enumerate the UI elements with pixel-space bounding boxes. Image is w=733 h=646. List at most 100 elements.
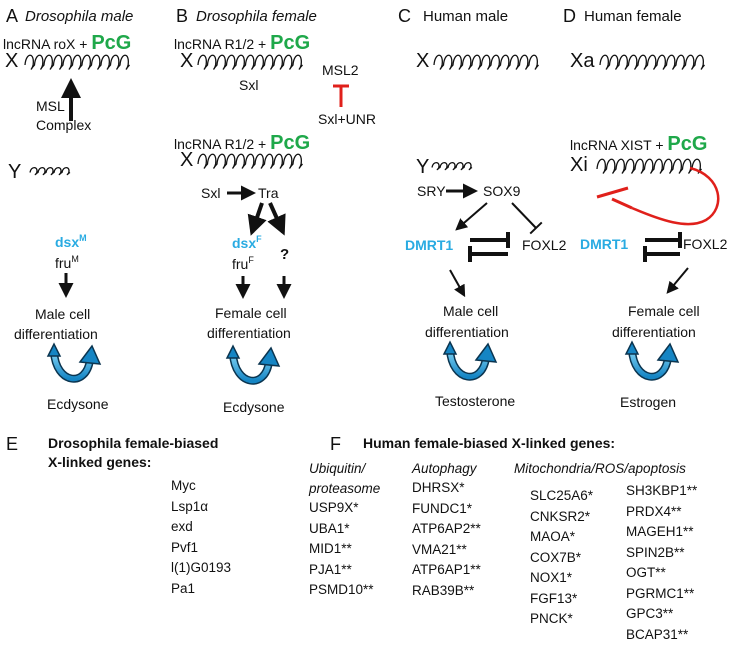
panel-a-msl: MSL [36, 98, 65, 114]
panel-b-lncrna-text: lncRNA R1/2 + [174, 36, 271, 52]
chromosome-x-c [433, 54, 539, 70]
panel-c-hormone: Testosterone [435, 393, 516, 409]
panel-f-mito-gene-list-1: SLC25A6*CNKSR2*MAOA*COX7B*NOX1*FGF13*PNC… [530, 486, 593, 630]
gene-item: VMA21** [412, 541, 467, 557]
gene-item: ATP6AP1** [412, 562, 481, 577]
gene-item: CNKSR2* [530, 508, 591, 524]
gene-item: COX7B* [530, 549, 582, 565]
panel-a-chrom-y-label: Y [8, 161, 22, 183]
panel-d-lncrna: lncRNA XIST + PcG [570, 134, 707, 154]
panel-b-chrom-x-label: X [180, 50, 194, 72]
panel-a-complex: Complex [36, 117, 92, 133]
panel-b-tra-unknown-arrow [267, 202, 286, 236]
panel-d-xist-inhibit-bar [596, 186, 629, 199]
panel-f-mito-gene-list-2: SH3KBP1**PRDX4**MAGEH1**SPIN2B**OGT**PGR… [626, 481, 697, 645]
panel-c-cycle-head [474, 342, 498, 363]
chromosome-x2-b [197, 153, 303, 169]
gene-item: MAOA* [530, 529, 576, 544]
gene-item: OGT** [626, 565, 666, 580]
panel-c-sry: SRY [417, 183, 446, 199]
panel-b-dsx-text: dsx [232, 235, 257, 251]
panel-a-cycle-tail [46, 342, 62, 357]
panel-b-unknown: ? [280, 246, 290, 263]
panel-a-cycle [46, 342, 102, 383]
panel-d-diff-line1: Female cell [628, 303, 700, 319]
panel-e-letter: E [6, 434, 19, 454]
panel-e-title-line1: Drosophila female-biased [48, 435, 219, 451]
panel-b-chrom-x2-label: X [180, 149, 194, 171]
panel-a-hormone: Ecdysone [47, 396, 109, 412]
panel-b-fru-text: fru [232, 256, 249, 272]
panel-b-title: Drosophila female [196, 8, 317, 25]
gene-item: MID1** [309, 541, 352, 556]
gene-item: Pvf1 [171, 539, 199, 555]
chromosome-xa-d [599, 54, 705, 70]
panel-b-lncrna-2: lncRNA R1/2 + PcG [174, 133, 310, 153]
gene-item: GPC3** [626, 606, 674, 621]
panel-c-diff-arrow [449, 269, 466, 298]
panel-d-foxl2: FOXL2 [683, 236, 728, 252]
gene-item: SPIN2B** [626, 544, 685, 560]
gene-item: SH3KBP1** [626, 483, 698, 498]
arrow-group [58, 78, 720, 299]
panel-d-title: Human female [584, 8, 682, 25]
panel-d-diff-arrow [666, 267, 689, 294]
panel-d-chrom-xi-label: Xi [570, 154, 588, 176]
chromosome-y-c [431, 161, 473, 171]
panel-b-pcg2: PcG [270, 132, 311, 154]
panel-b-msl2: MSL2 [322, 62, 359, 78]
panel-b-tra-dsx-arrow [247, 202, 267, 236]
gene-item: USP9X* [309, 500, 359, 515]
gene-item: DHRSX* [412, 480, 465, 495]
panel-d-hormone: Estrogen [620, 394, 677, 410]
panel-d-pcg: PcG [667, 133, 708, 155]
panel-f-title: Human female-biased X-linked genes: [363, 435, 616, 451]
panel-b-dsx: dsxF [232, 234, 262, 251]
gene-item: RAB39B** [412, 582, 475, 598]
panel-f-autophagy-heading: Autophagy [412, 461, 477, 476]
panel-b-sxl-unr: Sxl+UNR [318, 111, 376, 127]
panel-c-foxl2: FOXL2 [522, 237, 567, 253]
panel-b-cycle [225, 344, 281, 385]
panel-c-sox9-dmrt1-arrow [455, 202, 488, 231]
panel-f-ubiquitin-gene-list: USP9X*UBA1*MID1**PJA1**PSMD10** [309, 498, 374, 601]
panel-a-diff-line2: differentiation [14, 326, 98, 342]
panel-d-xist-loop [631, 166, 720, 226]
gene-item: l(1)G0193 [171, 560, 232, 575]
panel-a-cycle-head [78, 344, 102, 365]
panel-f-mito-heading: Mitochondria/ROS/apoptosis [514, 461, 686, 476]
panel-f-ubiquitin-heading-1: Ubiquitin/ [309, 461, 366, 476]
panel-b-cycle-arc [230, 353, 272, 383]
gene-item: BCAP31** [626, 626, 689, 642]
panel-a-lncrna: lncRNA roX + PcG [3, 33, 131, 53]
panel-a-fru-text: fru [55, 255, 72, 271]
gene-item: PJA1** [309, 561, 352, 577]
panel-c-sox9-foxl2-inhibit-bar [529, 221, 543, 235]
gene-item: PNCK* [530, 611, 573, 626]
panel-a-lncrna-text: lncRNA roX + [3, 36, 92, 52]
panel-a-letter: A [6, 6, 19, 26]
gene-item: UBA1* [309, 520, 350, 536]
chromosome-xi-d [596, 158, 702, 174]
gene-item: PRDX4** [626, 503, 682, 519]
gene-item: SLC25A6* [530, 488, 594, 503]
panel-f-letter: F [330, 434, 341, 454]
panel-d-cycle-arc [629, 349, 671, 379]
gene-item: FGF13* [530, 590, 578, 606]
gene-item: ATP6AP2** [412, 521, 481, 536]
panel-c-title: Human male [423, 8, 509, 25]
panel-a-title: Drosophila male [25, 8, 134, 25]
panel-b-hormone: Ecdysone [223, 399, 285, 415]
panel-c-sox9-foxl2-inhibit-shaft [511, 202, 537, 229]
panel-c-cycle-tail [442, 340, 458, 355]
panel-a-cycle-arc [51, 351, 93, 381]
panel-c-cycle-arc [447, 349, 489, 379]
panel-f-ubiquitin-heading-2: proteasome [309, 481, 381, 496]
chromosome-group [24, 54, 705, 176]
panel-b-dsx-sup: F [256, 234, 262, 244]
panel-a-dsx: dsxM [55, 234, 87, 250]
panel-c-cycle [442, 340, 498, 381]
panel-b-lncrna: lncRNA R1/2 + PcG [174, 33, 310, 53]
panel-b-fru: fruF [232, 256, 254, 272]
